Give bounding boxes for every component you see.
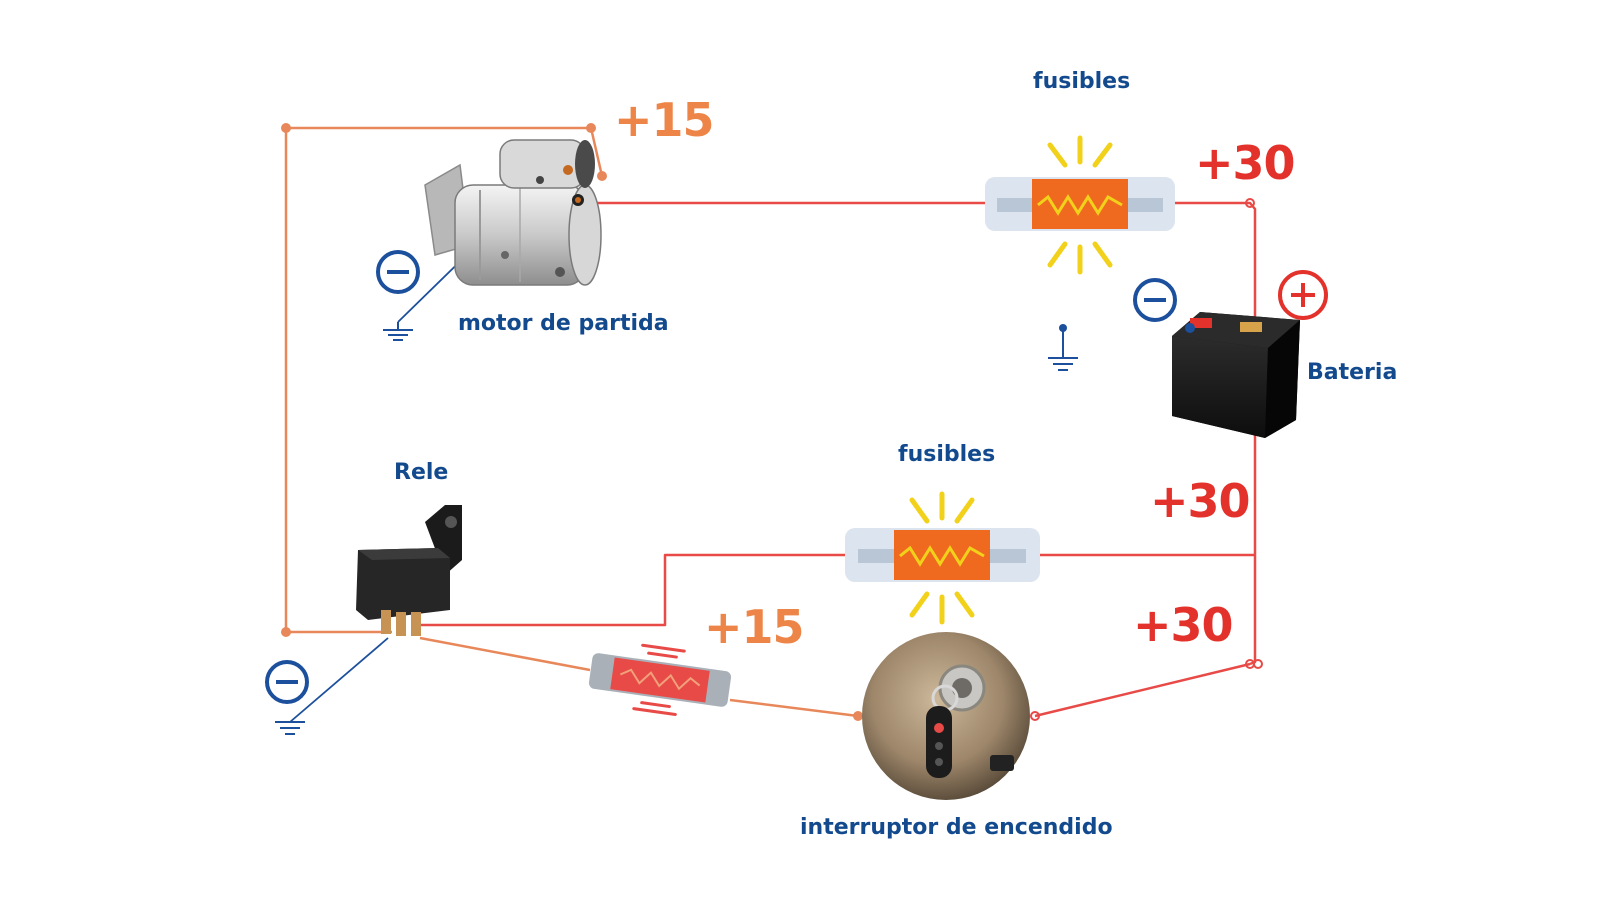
ground-icon-motor [383,322,413,341]
plus-icon-battery [1278,270,1328,320]
minus-icon-relay [265,660,309,704]
voltage-starter-terminal: +15 [614,93,715,147]
wire-ground-relay [289,637,389,723]
ignition-key-icon [862,632,1030,800]
voltage-fuse-top: +30 [1195,136,1296,190]
voltage-relay-output: +15 [704,600,805,654]
starter-motor-icon [424,139,602,286]
fuse-icon-top [985,135,1175,275]
label-fuses-middle: fusibles [898,442,996,467]
label-starter-motor: motor de partida [458,311,669,336]
wire-15-relay [419,636,591,672]
fuse-icon-relay [588,643,732,716]
voltage-ignition-input: +30 [1133,598,1234,652]
minus-icon-battery [1133,278,1177,322]
wire-30-ignition [1034,662,1251,718]
wire-15-loop [284,126,604,632]
fuse-icon-middle [845,491,1040,625]
voltage-fuse-middle: +30 [1150,474,1251,528]
wires [284,126,1257,723]
battery-icon [1172,312,1300,438]
ground-icon-battery [1048,357,1078,371]
wire-30-mid-left [420,553,845,627]
wire-30-top-right [1175,201,1257,666]
label-ignition-switch: interruptor de encendido [800,815,1113,840]
label-battery: Bateria [1307,360,1398,385]
label-fuses-top: fusibles [1033,69,1131,94]
relay-icon [356,505,462,636]
label-relay: Rele [394,460,449,485]
minus-icon-motor [376,250,420,294]
ground-icon-relay [275,721,305,735]
wire-15-ignition [729,698,859,718]
